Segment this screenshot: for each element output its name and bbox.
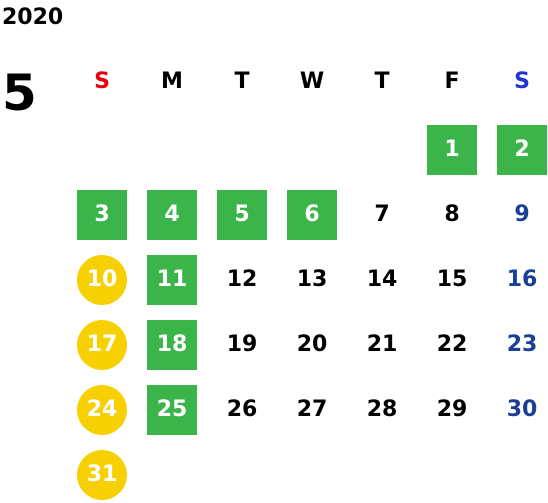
day-cell[interactable]: 1 [427, 125, 477, 175]
day-cell[interactable]: 28 [366, 397, 398, 422]
day-cell[interactable]: 19 [226, 332, 258, 357]
month-number: 5 [2, 64, 37, 122]
day-cell[interactable]: 6 [287, 190, 337, 240]
day-cell[interactable]: 17 [77, 320, 127, 370]
day-cell[interactable]: 16 [506, 267, 538, 292]
day-cell[interactable]: 4 [147, 190, 197, 240]
day-cell[interactable]: 22 [436, 332, 468, 357]
day-cell[interactable]: 14 [366, 267, 398, 292]
weekday-header: T [234, 69, 250, 94]
weekday-header: T [374, 69, 390, 94]
day-cell[interactable]: 10 [77, 255, 127, 305]
day-cell[interactable]: 26 [226, 397, 258, 422]
day-cell[interactable]: 25 [147, 385, 197, 435]
weekday-header: M [161, 69, 183, 94]
day-cell[interactable]: 23 [506, 332, 538, 357]
day-cell[interactable]: 2 [497, 125, 547, 175]
day-cell[interactable]: 31 [77, 450, 127, 500]
day-cell[interactable]: 29 [436, 397, 468, 422]
day-cell[interactable]: 5 [217, 190, 267, 240]
weekday-header: F [444, 69, 460, 94]
day-cell[interactable]: 15 [436, 267, 468, 292]
day-cell[interactable]: 9 [514, 202, 530, 227]
weekday-header: W [299, 69, 325, 94]
day-cell[interactable]: 11 [147, 255, 197, 305]
day-cell[interactable]: 20 [296, 332, 328, 357]
day-cell[interactable]: 18 [147, 320, 197, 370]
day-cell[interactable]: 12 [226, 267, 258, 292]
day-cell[interactable]: 8 [444, 202, 460, 227]
year-label: 2020 [2, 5, 64, 30]
day-cell[interactable]: 7 [374, 202, 390, 227]
day-cell[interactable]: 30 [506, 397, 538, 422]
day-cell[interactable]: 13 [296, 267, 328, 292]
day-cell[interactable]: 21 [366, 332, 398, 357]
day-cell[interactable]: 24 [77, 385, 127, 435]
day-cell[interactable]: 27 [296, 397, 328, 422]
day-cell[interactable]: 3 [77, 190, 127, 240]
weekday-header: S [94, 69, 110, 94]
weekday-header: S [514, 69, 530, 94]
